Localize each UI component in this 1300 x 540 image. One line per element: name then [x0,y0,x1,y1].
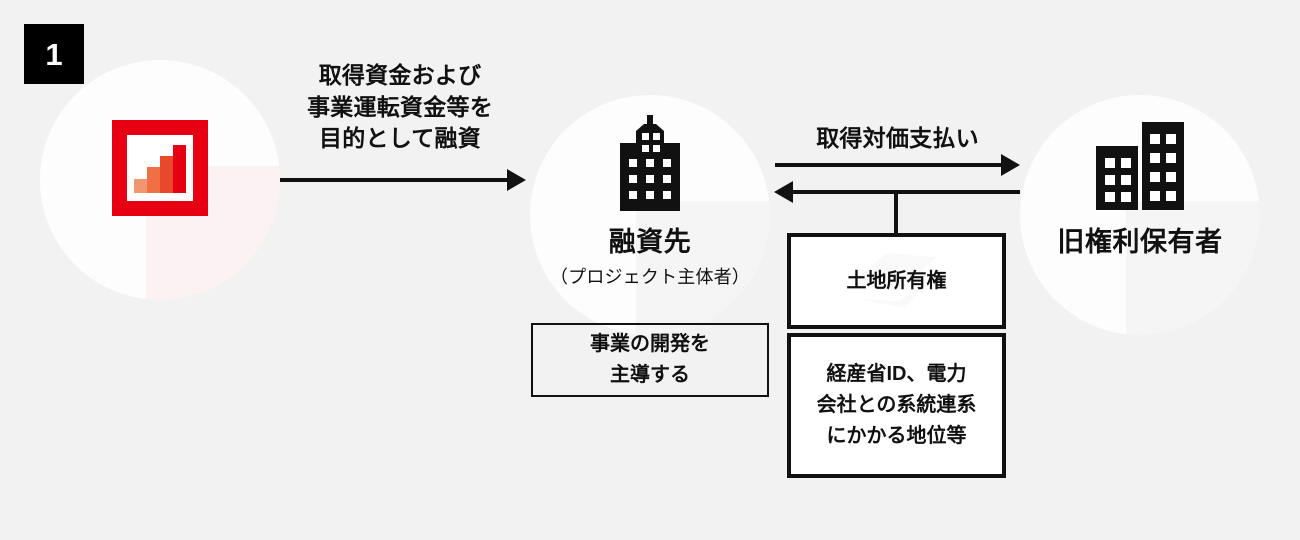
box-grid-status: 経産省ID、電力 会社との系統連系 にかかる地位等 [787,333,1006,478]
chart-bars [134,145,186,193]
payment-arrow-label: 取得対価支払い [775,123,1020,155]
node-loan-recipient-title: 融資先 [608,227,692,257]
financing-arrow-label-line: 事業運転資金等を [307,93,493,120]
box-land-ownership: 土地所有権 [787,233,1006,329]
box-line: 会社との系統連系 [816,394,977,416]
node-loan-recipient: 融資先 （プロジェクト主体者） [530,95,770,335]
financing-arrow-label-line: 取得資金および [318,62,482,88]
box-lead-development-text: 事業の開発を 主導する [590,329,710,391]
payment-arrow-label-line: 取得対価支払い [816,125,979,151]
chart-bar [147,166,160,193]
rights-transfer-connector [894,192,898,235]
box-line: 経産省ID、電力 [826,363,967,385]
payment-arrow-line [775,163,1003,167]
office-tower-icon [620,115,680,211]
box-line: 事業の開発を [590,333,710,355]
node-former-holder-title: 旧権利保有者 [1057,227,1223,257]
financing-arrow-head-icon [507,169,526,191]
financing-arrow-label-line: 目的として融資 [319,125,481,152]
node-former-holder: 旧権利保有者 [1020,95,1260,335]
box-line: にかかる地位等 [826,425,967,447]
node-circle-background [1020,95,1260,335]
financing-arrow-label: 取得資金および 事業運転資金等を 目的として融資 [255,60,545,155]
step-number-badge: 1 [24,24,84,84]
chart-bar [134,178,147,193]
rights-transfer-arrow-head-icon [774,181,793,203]
two-buildings-icon-wrapper [1020,120,1260,212]
long-shadow [636,201,770,335]
box-line: 土地所有権 [846,269,947,292]
node-borrower-source [40,60,280,300]
two-buildings-icon [1096,122,1184,210]
box-lead-development: 事業の開発を 主導する [531,323,769,397]
step-number-label: 1 [45,36,63,72]
financing-arrow-line [280,178,509,182]
chart-bar [173,145,186,193]
bar-chart-icon [112,120,208,216]
bar-chart-icon-wrapper [40,120,280,216]
payment-arrow-head-icon [1001,154,1020,176]
box-land-ownership-text: 土地所有権 [847,266,947,297]
long-shadow [1126,201,1260,335]
box-grid-status-text: 経産省ID、電力 会社との系統連系 にかかる地位等 [817,359,977,452]
box-line: 主導する [610,364,690,386]
rights-transfer-arrow-line [793,190,1020,194]
node-loan-recipient-subtitle: （プロジェクト主体者） [550,267,750,287]
office-tower-icon-wrapper [530,115,770,211]
chart-bar [160,155,173,193]
chart-plate [127,135,193,201]
